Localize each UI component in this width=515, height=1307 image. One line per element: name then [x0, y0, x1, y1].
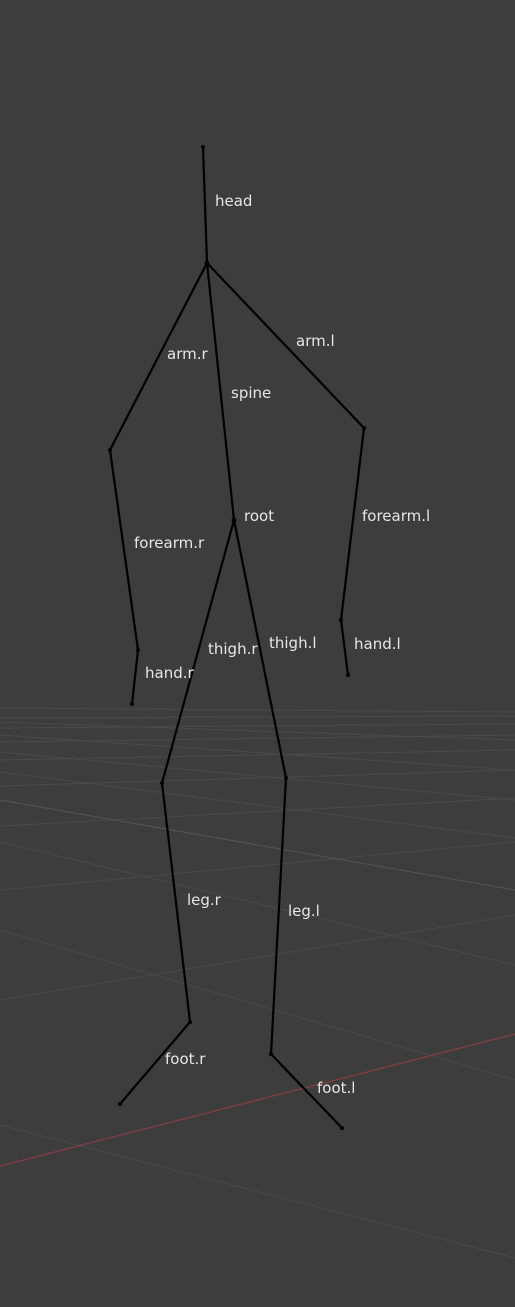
bone-label-head: head	[215, 192, 252, 210]
grid-line	[0, 1124, 515, 1259]
grid-line	[0, 734, 515, 771]
joint	[118, 1102, 122, 1106]
joint	[269, 1052, 273, 1056]
joint	[201, 145, 205, 149]
grid-line	[0, 723, 515, 729]
grid-line	[0, 769, 515, 787]
bone-arm-l[interactable]	[205, 261, 366, 430]
bone-label-leg-l: leg.l	[288, 902, 320, 920]
joint	[188, 1020, 192, 1024]
joints	[108, 145, 366, 1130]
grid-line	[0, 749, 515, 761]
joint	[340, 1126, 344, 1130]
bone-label-forearm-r: forearm.r	[134, 534, 205, 552]
bone-foot-l[interactable]	[269, 1052, 344, 1130]
bone-label-leg-r: leg.r	[187, 891, 222, 909]
floor-grid	[0, 707, 515, 1259]
grid-line	[0, 914, 515, 1001]
joint	[362, 426, 366, 430]
joint	[204, 260, 210, 266]
grid-line	[0, 841, 515, 891]
grid-line	[0, 721, 515, 741]
bone-thigh-l[interactable]	[232, 518, 288, 780]
joint	[284, 776, 288, 780]
grid-line	[0, 929, 515, 1081]
bone-labels: head spine arm.r arm.l root forearm.r fo…	[134, 192, 431, 1098]
bone-label-root: root	[244, 507, 274, 525]
grid-line	[0, 797, 515, 827]
grid-line	[0, 715, 515, 719]
joint	[160, 781, 164, 785]
grid-line	[0, 771, 515, 839]
bone-leg-l[interactable]	[269, 776, 288, 1056]
grid-line	[0, 734, 515, 743]
bone-forearm-r[interactable]	[108, 448, 140, 652]
bone-label-thigh-r: thigh.r	[208, 640, 258, 658]
bone-label-foot-r: foot.r	[165, 1050, 206, 1068]
bone-hand-r[interactable]	[130, 648, 140, 706]
joint	[346, 673, 350, 677]
bone-label-arm-r: arm.r	[167, 345, 208, 363]
bone-forearm-l[interactable]	[339, 426, 366, 622]
bone-thigh-r[interactable]	[160, 518, 236, 785]
bone-label-forearm-l: forearm.l	[362, 507, 430, 525]
bone-leg-r[interactable]	[160, 781, 192, 1024]
joint	[136, 648, 140, 652]
bone-foot-r[interactable]	[118, 1020, 192, 1106]
bone-label-spine: spine	[231, 384, 271, 402]
x-axis-line	[0, 1033, 515, 1167]
armature[interactable]	[108, 145, 366, 1130]
bone-head[interactable]	[201, 145, 209, 265]
joint	[339, 618, 343, 622]
grid-line	[0, 841, 515, 966]
bone-spine[interactable]	[205, 261, 236, 522]
grid-line	[0, 799, 515, 891]
grid-line	[0, 751, 515, 801]
bone-label-arm-l: arm.l	[296, 332, 335, 350]
bone-arm-r[interactable]	[108, 261, 209, 452]
grid-line	[0, 707, 515, 713]
bone-label-hand-l: hand.l	[354, 635, 401, 653]
bone-label-foot-l: foot.l	[317, 1079, 355, 1097]
bone-label-hand-r: hand.r	[145, 664, 194, 682]
joint	[130, 702, 134, 706]
joint	[231, 517, 237, 523]
bone-hand-l[interactable]	[339, 618, 350, 677]
joint	[108, 448, 112, 452]
bone-label-thigh-l: thigh.l	[269, 634, 317, 652]
